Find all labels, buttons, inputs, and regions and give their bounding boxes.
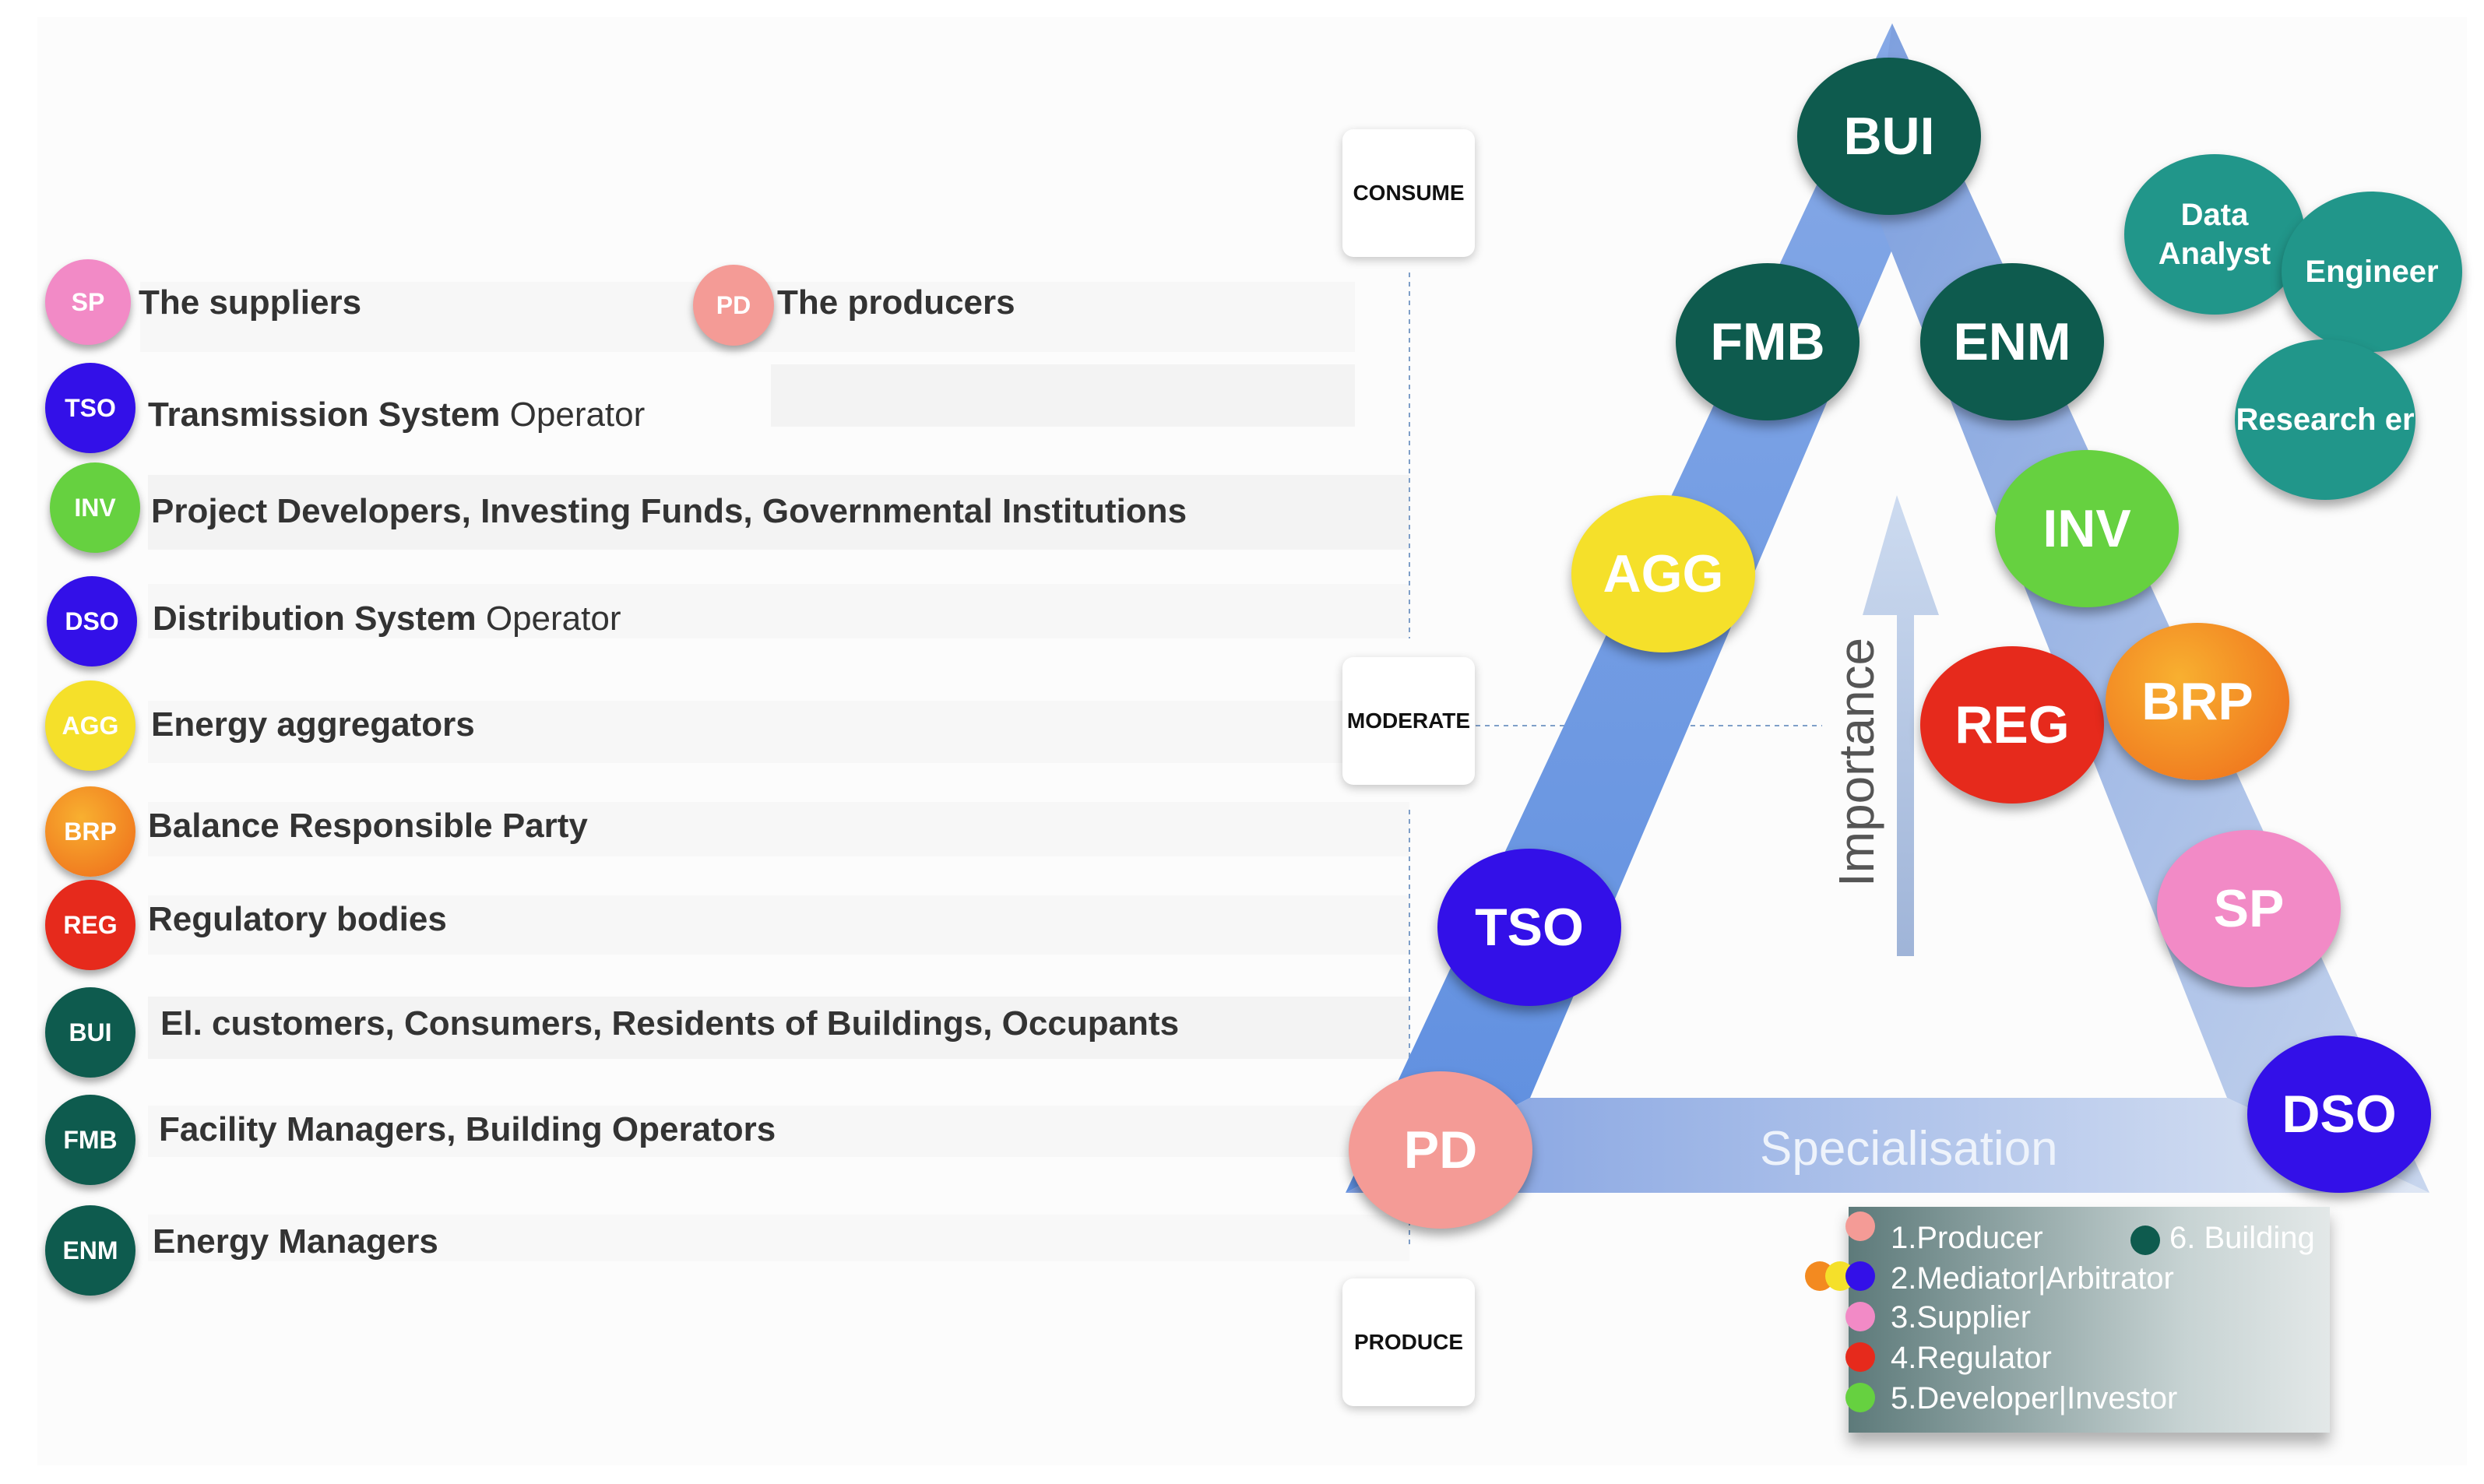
badge-enm: ENM bbox=[45, 1205, 135, 1296]
legend-label-sp: The suppliers bbox=[139, 283, 362, 322]
key-dot-building bbox=[2130, 1226, 2160, 1255]
legend-label-bui: El. customers, Consumers, Residents of B… bbox=[160, 1004, 1180, 1043]
row-band bbox=[148, 584, 1409, 638]
row-band bbox=[148, 997, 1409, 1059]
legend-label-tso: Transmission System Operator bbox=[148, 396, 646, 434]
node-engineer: Engineer bbox=[2282, 192, 2462, 352]
key-label-producer: 1.Producer bbox=[1891, 1221, 2043, 1255]
node-tso: TSO bbox=[1437, 849, 1621, 1006]
node-inv: INV bbox=[1995, 450, 2179, 607]
node-enm: ENM bbox=[1920, 263, 2104, 420]
key-dot-mediator-blue bbox=[1845, 1261, 1875, 1291]
key-dot-regulator bbox=[1845, 1342, 1875, 1372]
key-label-supplier: 3.Supplier bbox=[1891, 1300, 2032, 1335]
level-consume: CONSUME bbox=[1342, 129, 1475, 257]
badge-bui: BUI bbox=[45, 987, 135, 1078]
legend-label-agg: Energy aggregators bbox=[151, 705, 475, 744]
badge-tso: TSO bbox=[45, 363, 135, 453]
legend-label-inv: Project Developers, Investing Funds, Gov… bbox=[151, 492, 1187, 530]
legend-label-enm: Energy Managers bbox=[153, 1222, 438, 1261]
badge-dso: DSO bbox=[47, 576, 137, 666]
legend-label-reg: Regulatory bodies bbox=[148, 900, 447, 938]
node-reg: REG bbox=[1920, 646, 2104, 804]
node-agg: AGG bbox=[1571, 495, 1755, 652]
node-sp: SP bbox=[2157, 830, 2341, 987]
row-band bbox=[148, 802, 1409, 856]
badge-fmb: FMB bbox=[45, 1095, 135, 1185]
role-key bbox=[1849, 1207, 2330, 1433]
legend-label-fmb: Facility Managers, Building Operators bbox=[159, 1110, 776, 1148]
importance-label: Importance bbox=[1828, 637, 1884, 887]
key-label-building: 6. Building bbox=[2169, 1221, 2315, 1255]
level-produce: PRODUCE bbox=[1342, 1278, 1475, 1406]
badge-brp: BRP bbox=[45, 786, 135, 877]
importance-arrow bbox=[1863, 495, 1939, 956]
triangle-base bbox=[1346, 1098, 2429, 1193]
key-label-developer: 5.Developer|Investor bbox=[1891, 1381, 2178, 1415]
key-dot-developer bbox=[1845, 1383, 1875, 1412]
node-researcher: Research er bbox=[2235, 339, 2415, 500]
badge-sp: SP bbox=[45, 259, 131, 345]
row-band bbox=[771, 364, 1355, 427]
badge-agg: AGG bbox=[45, 680, 135, 771]
key-label-regulator: 4.Regulator bbox=[1891, 1341, 2052, 1375]
node-brp: BRP bbox=[2106, 623, 2289, 780]
node-bui: BUI bbox=[1797, 58, 1981, 215]
key-dot-producer bbox=[1845, 1211, 1875, 1241]
level-moderate: MODERATE bbox=[1342, 657, 1475, 785]
row-band bbox=[148, 475, 1409, 550]
node-pd: PD bbox=[1349, 1071, 1532, 1229]
key-label-mediator: 2.Mediator|Arbitrator bbox=[1891, 1261, 2174, 1296]
row-band bbox=[148, 701, 1409, 763]
row-band bbox=[148, 1106, 1409, 1157]
legend-label-brp: Balance Responsible Party bbox=[148, 807, 588, 845]
node-data-analyst: Data Analyst bbox=[2124, 154, 2305, 315]
badge-pd: PD bbox=[693, 265, 774, 346]
specialisation-label: Specialisation bbox=[1760, 1122, 2058, 1176]
badge-inv: INV bbox=[50, 462, 140, 553]
node-dso: DSO bbox=[2247, 1036, 2431, 1193]
node-fmb: FMB bbox=[1676, 263, 1859, 420]
legend-label-dso: Distribution System Operator bbox=[153, 600, 621, 638]
row-band bbox=[148, 895, 1409, 955]
row-band bbox=[148, 1215, 1409, 1261]
badge-reg: REG bbox=[45, 880, 135, 970]
legend-label-pd: The producers bbox=[777, 283, 1015, 322]
key-dot-supplier bbox=[1845, 1302, 1875, 1331]
